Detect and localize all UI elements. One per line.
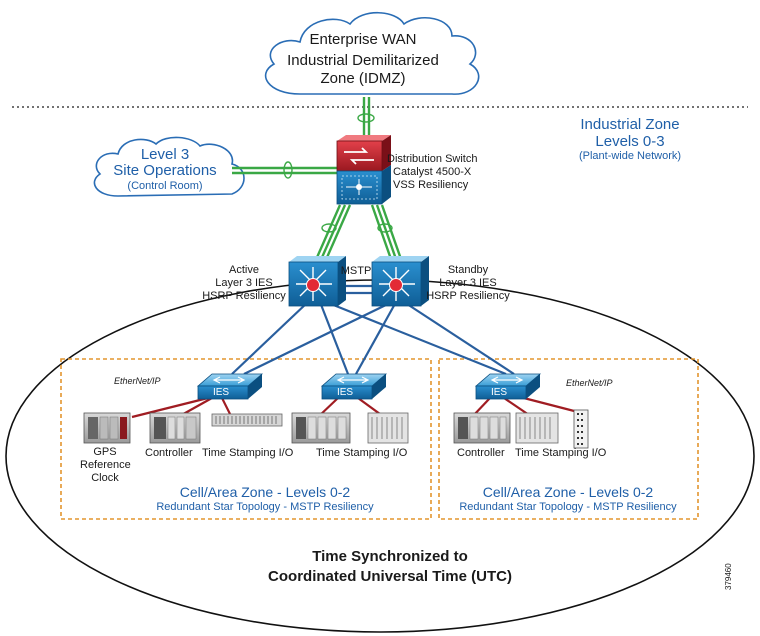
industrial-zone-sub: (Plant-wide Network)	[578, 150, 682, 162]
distribution-label-3: VSS Resiliency	[393, 179, 469, 191]
industrial-zone-levels: Levels 0-3	[595, 133, 665, 150]
io-block-icon-3	[573, 409, 589, 449]
io-rail-icon-1	[211, 413, 283, 427]
cell-zone-box-left	[60, 358, 432, 520]
cell-zone-sub-right: Redundant Star Topology - MSTP Resilienc…	[459, 501, 677, 513]
gps-label-1: GPS	[93, 446, 117, 458]
active-label-3: HSRP Resiliency	[202, 290, 286, 302]
enterprise-wan-cloud	[264, 12, 480, 95]
level3-cloud	[93, 136, 245, 197]
ies-label-2: IES	[336, 387, 354, 398]
time-stamping-label-3: Time Stamping I/O	[515, 447, 607, 459]
footer-line-1: Time Synchronized to	[312, 548, 468, 565]
access-switch-icon-2	[320, 373, 388, 400]
level3-title: Level 3	[140, 146, 190, 163]
access-switch-icon-1	[196, 373, 264, 400]
time-stamping-label-1: Time Stamping I/O	[202, 447, 294, 459]
distribution-switch-icon	[336, 135, 391, 205]
distribution-label-2: Catalyst 4500-X	[393, 166, 472, 178]
active-label-1: Active	[229, 264, 259, 276]
ies-label-1: IES	[212, 387, 230, 398]
standby-label-2: Layer 3 IES	[439, 277, 497, 289]
controller-icon-1	[149, 412, 201, 444]
time-stamping-label-2: Time Stamping I/O	[316, 447, 408, 459]
ethernet-ip-logo-left: EtherNet/IP	[114, 376, 161, 386]
controller-icon-2	[453, 412, 511, 444]
standby-label-1: Standby	[447, 264, 489, 276]
io-module-icon-2	[367, 412, 409, 444]
gps-clock-icon	[83, 412, 131, 444]
figure-id: 379460	[724, 563, 733, 590]
controller-label-1: Controller	[145, 447, 193, 459]
controller-label-2: Controller	[457, 447, 505, 459]
wan-title: Enterprise WAN	[309, 31, 417, 48]
standby-l3-switch-icon	[371, 256, 429, 307]
level3-site-ops: Site Operations	[113, 162, 217, 179]
green-links	[232, 97, 404, 263]
industrial-zone-title: Industrial Zone	[580, 116, 680, 133]
access-switch-icon-3	[474, 373, 542, 400]
gps-label-3: Clock	[91, 472, 119, 484]
blue-links	[231, 284, 515, 376]
level3-sub: (Control Room)	[127, 180, 203, 192]
cell-zone-box-right	[438, 358, 699, 520]
ies-label-3: IES	[490, 387, 508, 398]
standby-label-3: HSRP Resiliency	[426, 290, 510, 302]
active-label-2: Layer 3 IES	[215, 277, 273, 289]
etherchannel-markers	[283, 113, 393, 233]
gps-label-2: Reference	[80, 459, 131, 471]
idmz-title: Industrial Demilitarized	[287, 52, 439, 69]
idmz-title-2: Zone (IDMZ)	[320, 70, 406, 87]
ethernet-ip-logo-right: EtherNet/IP	[566, 378, 613, 388]
footer-line-2: Coordinated Universal Time (UTC)	[268, 568, 512, 585]
cell-zone-title-right: Cell/Area Zone - Levels 0-2	[482, 484, 654, 500]
cell-zone-title-left: Cell/Area Zone - Levels 0-2	[179, 484, 351, 500]
io-module-icon-3	[515, 412, 559, 444]
mstp-label: MSTP	[340, 265, 372, 277]
cell-zone-sub-left: Redundant Star Topology - MSTP Resilienc…	[156, 501, 374, 513]
distribution-label-1: Distribution Switch	[387, 153, 478, 165]
io-chassis-icon-2	[291, 412, 351, 444]
active-l3-switch-icon	[288, 256, 346, 307]
